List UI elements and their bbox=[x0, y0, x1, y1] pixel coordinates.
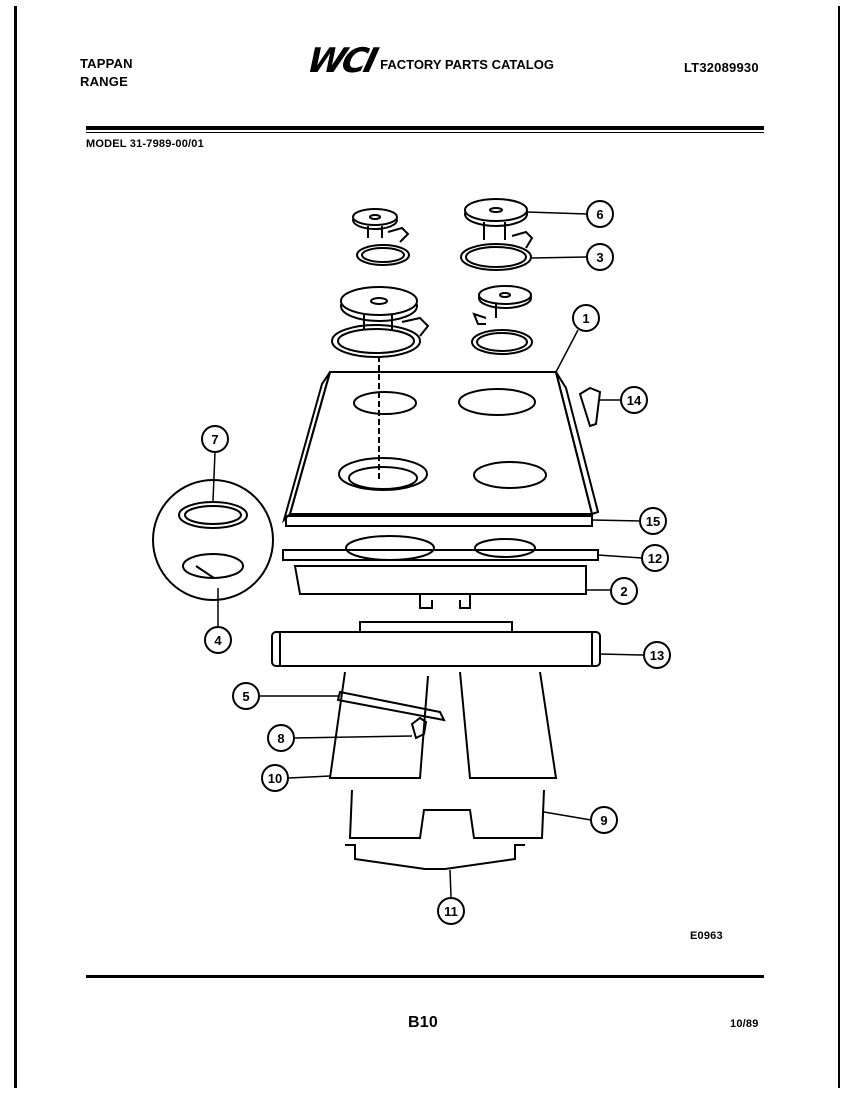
callout-4: 4 bbox=[204, 626, 232, 654]
catalog-title: FACTORY PARTS CATALOG bbox=[380, 56, 554, 72]
callout-7: 7 bbox=[201, 425, 229, 453]
burner-top-right bbox=[460, 198, 534, 271]
callout-5: 5 bbox=[232, 682, 260, 710]
strip-burner-left bbox=[345, 535, 435, 561]
manifold bbox=[271, 631, 601, 667]
trim-strip bbox=[282, 549, 599, 561]
svg-text:1: 1 bbox=[582, 311, 589, 326]
callout-12: 12 bbox=[641, 544, 669, 572]
page-border bbox=[14, 6, 840, 1088]
burner-top-left bbox=[352, 208, 410, 266]
box-mount-tabs bbox=[419, 594, 471, 609]
svg-text:6: 6 bbox=[596, 207, 603, 222]
callout-10: 10 bbox=[261, 764, 289, 792]
svg-text:3: 3 bbox=[596, 250, 603, 265]
svg-text:10: 10 bbox=[268, 771, 282, 786]
clip-bracket bbox=[578, 386, 602, 428]
svg-text:8: 8 bbox=[277, 731, 284, 746]
catalog-number: LT32089930 bbox=[684, 60, 759, 75]
callout-2: 2 bbox=[610, 577, 638, 605]
strip-burner-right bbox=[474, 538, 536, 558]
callouts: 1 2 3 4 5 6 7 8 9 10 11 12 13 14 15 bbox=[201, 200, 671, 925]
svg-text:11: 11 bbox=[444, 904, 458, 919]
footer-rule bbox=[86, 975, 764, 978]
page-code: B10 bbox=[408, 1014, 438, 1031]
svg-text:7: 7 bbox=[211, 432, 218, 447]
svg-text:14: 14 bbox=[627, 393, 642, 408]
callout-8: 8 bbox=[267, 724, 295, 752]
burner-box bbox=[293, 565, 587, 595]
leader-lines bbox=[212, 211, 644, 898]
burner-mid-left bbox=[331, 286, 430, 358]
svg-text:13: 13 bbox=[650, 648, 664, 663]
burner-bracket bbox=[345, 844, 525, 870]
callout-11: 11 bbox=[437, 897, 465, 925]
orifice-bracket bbox=[336, 690, 446, 722]
svg-text:5: 5 bbox=[242, 689, 249, 704]
svg-text:2: 2 bbox=[620, 584, 627, 599]
callout-14: 14 bbox=[620, 386, 648, 414]
header-rule-thin bbox=[86, 132, 764, 133]
burner-mid-right bbox=[471, 285, 533, 355]
detail-circle bbox=[152, 479, 274, 601]
burner-tube-left bbox=[328, 671, 429, 779]
callout-9: 9 bbox=[590, 806, 618, 834]
brand-name: TAPPAN bbox=[80, 56, 133, 71]
burner-tube-right bbox=[459, 671, 558, 779]
svg-text:12: 12 bbox=[648, 551, 662, 566]
callout-6: 6 bbox=[586, 200, 614, 228]
callout-15: 15 bbox=[639, 507, 667, 535]
header-rule bbox=[86, 126, 764, 130]
burner-tube-upper bbox=[359, 621, 513, 632]
figure-code: E0963 bbox=[690, 930, 723, 942]
callout-13: 13 bbox=[643, 641, 671, 669]
model-number: MODEL 31-7989-00/01 bbox=[86, 138, 204, 150]
svg-text:9: 9 bbox=[600, 813, 607, 828]
svg-text:15: 15 bbox=[646, 514, 660, 529]
cooktop-panel bbox=[282, 371, 600, 527]
svg-text:4: 4 bbox=[214, 633, 222, 648]
valve-spring bbox=[410, 716, 428, 740]
burner-tube-lower bbox=[348, 789, 545, 839]
date-code: 10/89 bbox=[730, 1018, 759, 1030]
product-type: RANGE bbox=[80, 74, 128, 89]
callout-1: 1 bbox=[572, 304, 600, 332]
callout-3: 3 bbox=[586, 243, 614, 271]
catalog-header: WCI FACTORY PARTS CATALOG bbox=[303, 41, 554, 81]
